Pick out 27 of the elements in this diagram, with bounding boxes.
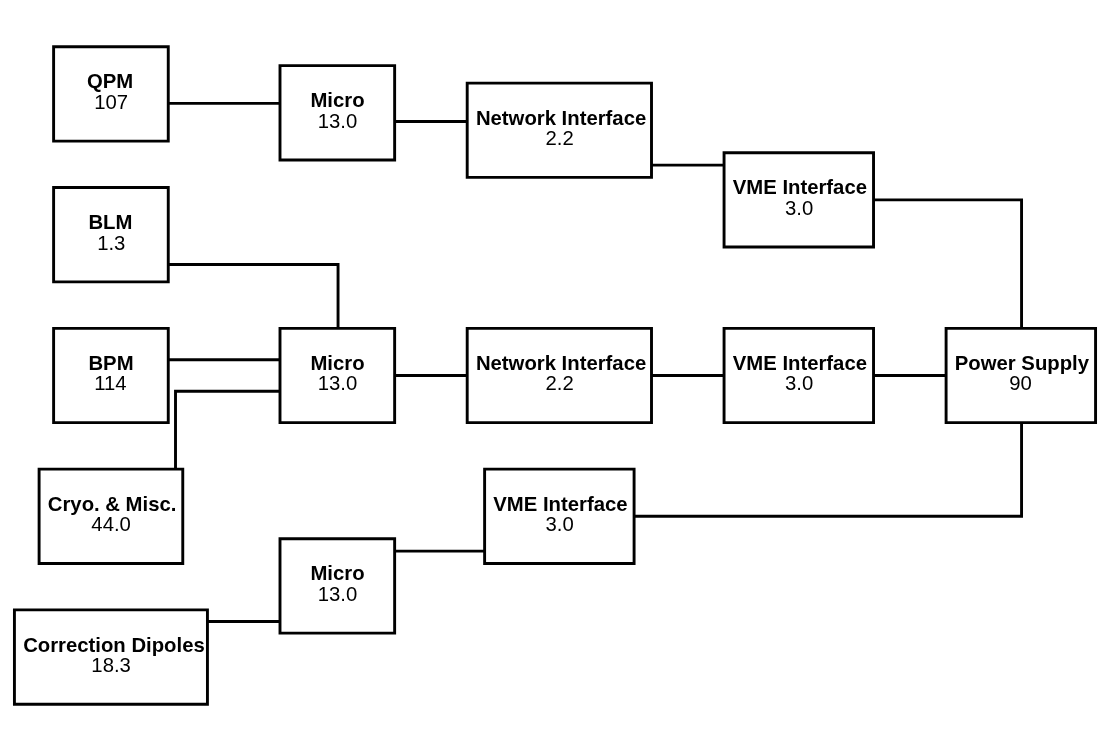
node-box: Network Interface 2.2 [465, 326, 653, 425]
node-box: Cryo. & Misc. 44.0 [37, 467, 185, 565]
connector [651, 374, 724, 377]
node-box: Micro 13.0 [278, 537, 397, 635]
node-box: Correction Dipoles 18.3 [13, 608, 209, 706]
connector [168, 358, 280, 362]
connector [168, 263, 340, 328]
node-box: Network Interface 2.2 [465, 81, 653, 179]
connector [168, 101, 280, 105]
node-box: VME Interface 3.0 [722, 151, 875, 249]
connector [873, 374, 946, 377]
connector [395, 120, 468, 123]
connector [634, 422, 1023, 518]
node-box: VME Interface 3.0 [483, 467, 636, 565]
connector [873, 198, 1023, 328]
connector [651, 163, 724, 167]
node-box: VME Interface 3.0 [722, 326, 875, 425]
node-box: Micro 13.0 [278, 326, 397, 425]
connector [207, 620, 280, 623]
connector [395, 549, 485, 553]
node-box: Power Supply 90 [944, 326, 1097, 425]
node-box: BLM 1.3 [52, 186, 170, 284]
node-box: BPM 114 [52, 326, 170, 425]
node-box: Micro 13.0 [278, 64, 397, 162]
connector [395, 374, 468, 377]
node-box: QPM 107 [52, 45, 170, 143]
connector [174, 389, 280, 469]
